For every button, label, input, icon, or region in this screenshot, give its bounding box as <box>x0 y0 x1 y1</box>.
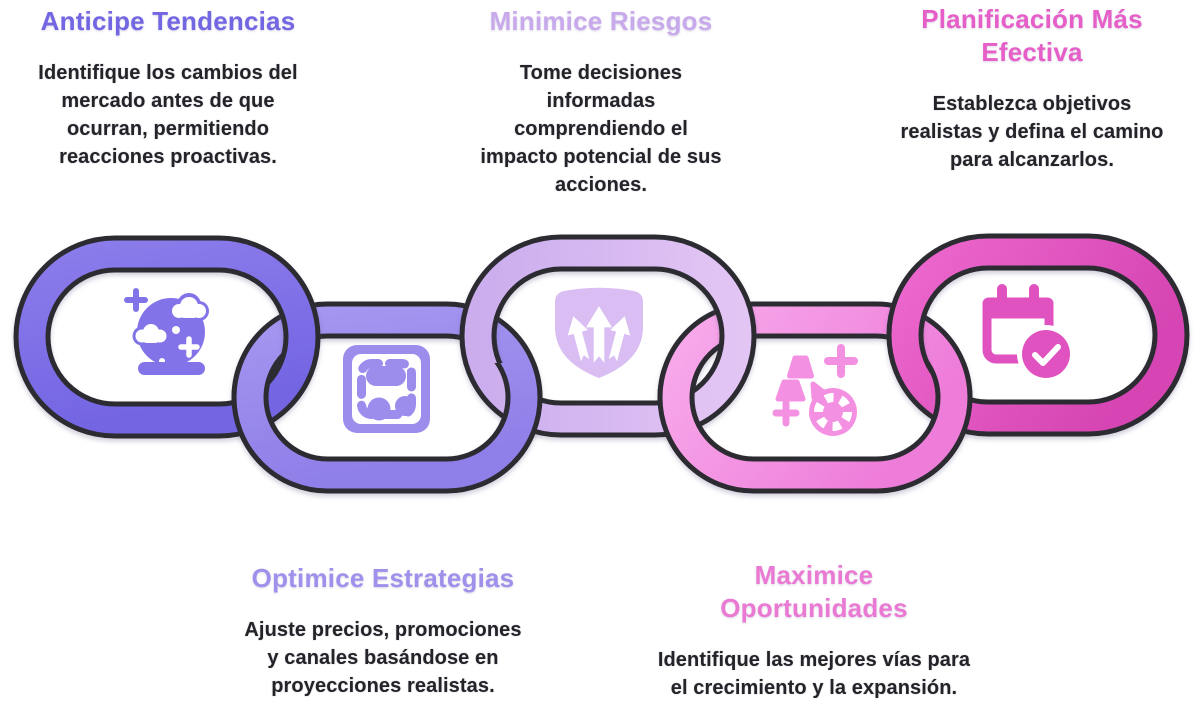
crystal-ball-icon <box>124 288 209 375</box>
step-title: Minimice Riesgos <box>489 6 713 36</box>
strategy-grid-icon <box>343 345 430 433</box>
coin-ring <box>814 393 852 431</box>
step-block-maximice-oportunidades: Maximice Oportunidades Identifique las m… <box>624 559 1004 702</box>
chain-link-anticipe <box>13 235 321 439</box>
up-arrows <box>567 306 631 363</box>
link-band <box>891 238 1185 432</box>
calendar-header <box>982 297 1054 319</box>
step-title: Optimice Estrategias <box>251 563 515 593</box>
grid-node <box>395 396 415 416</box>
grid-node <box>367 397 391 421</box>
chain-link-minimice <box>459 234 757 438</box>
shield-arrows-icon <box>555 287 643 378</box>
step-description: Ajuste precios, promociones y canales ba… <box>244 619 522 697</box>
check-circle <box>1022 330 1070 378</box>
step-block-anticipe-tendencias: Anticipe Tendencias Identifique los camb… <box>0 5 358 171</box>
check-icon <box>1032 344 1061 366</box>
step-block-optimice-estrategias: Optimice Estrategias Ajuste precios, pro… <box>193 562 573 700</box>
clouds <box>135 297 206 364</box>
sparkle-plus <box>124 288 148 312</box>
calendar-ring <box>1029 284 1039 308</box>
step-description: Identifique los cambios del mercado ante… <box>38 62 298 168</box>
ball-base <box>138 362 205 375</box>
grid-node-pill <box>366 366 406 386</box>
sparkle-plus <box>772 399 800 427</box>
step-title: Planificación Más Efectiva <box>921 4 1143 67</box>
gold-bars-icon <box>772 344 858 436</box>
sparkle-plus <box>824 344 858 378</box>
step-description: Establezca objetivos realistas y defina … <box>900 93 1164 171</box>
step-title: Anticipe Tendencias <box>40 6 296 36</box>
calendar-ring <box>997 284 1007 308</box>
step-title: Maximice Oportunidades <box>720 560 908 623</box>
calendar-check-icon <box>982 284 1075 383</box>
chain-link-planificacion <box>886 233 1190 437</box>
link-band <box>464 239 752 433</box>
step-description: Tome decisiones informadas comprendiendo… <box>480 62 722 196</box>
step-description: Identifique las mejores vías para el cre… <box>657 649 971 699</box>
sparkle-plus-white <box>178 336 200 358</box>
step-block-planificacion-mas-efectiva: Planificación Más Efectiva Establezca ob… <box>842 3 1200 174</box>
step-block-minimice-riesgos: Minimice Riesgos Tome decisiones informa… <box>411 5 791 199</box>
link-band <box>18 240 316 434</box>
gold-ingots <box>775 355 829 402</box>
